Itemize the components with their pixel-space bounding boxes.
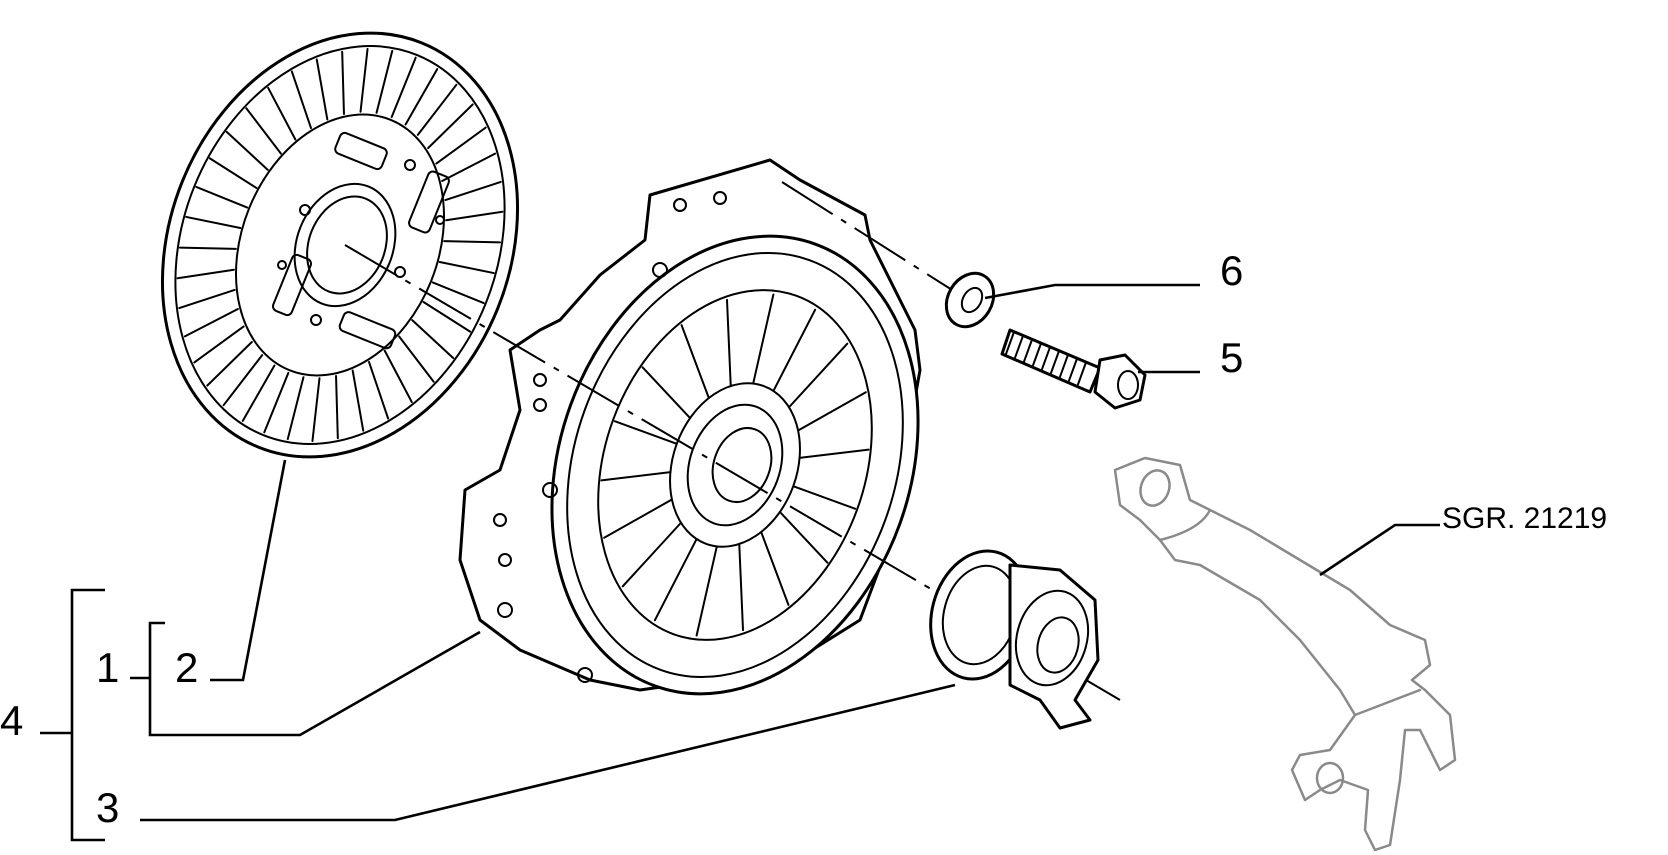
callout-4: 4 <box>0 697 23 744</box>
reference-label: SGR. 21219 <box>1442 502 1607 535</box>
callout-2: 2 <box>175 644 198 691</box>
leader-lines <box>40 283 1440 842</box>
callout-6: 6 <box>1220 247 1243 294</box>
release-fork-icon <box>1113 456 1457 852</box>
callout-5: 5 <box>1220 334 1243 381</box>
washer-icon <box>944 271 996 329</box>
callout-3: 3 <box>96 784 119 831</box>
release-bearing-icon <box>929 549 1100 730</box>
clutch-disc-icon <box>160 31 520 459</box>
pressure-plate-icon <box>458 158 922 696</box>
bolt-axis-line <box>781 181 961 296</box>
center-axis-line <box>344 244 1121 701</box>
callout-1: 1 <box>96 644 119 691</box>
bolt-icon <box>1000 328 1147 410</box>
